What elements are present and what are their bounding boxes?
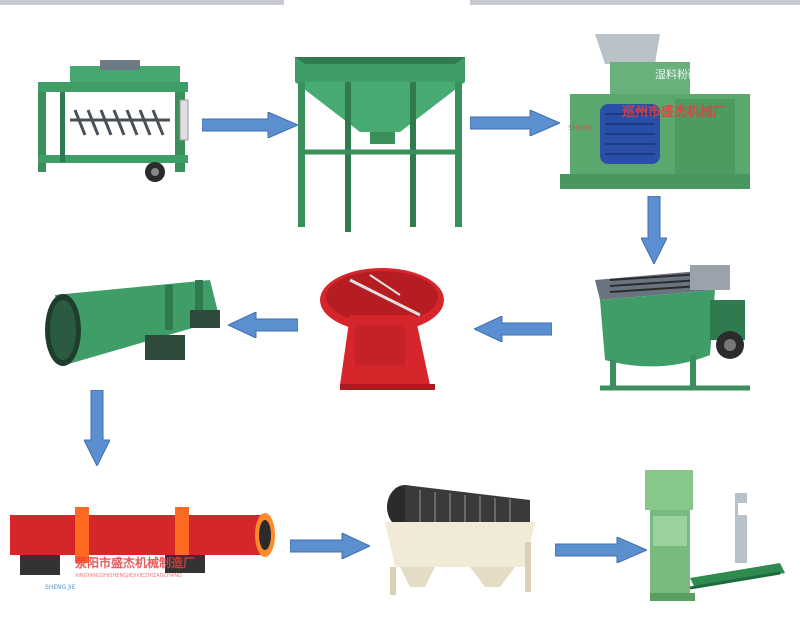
dryer-company-watermark: 荥阳市盛杰机械制造厂 [75, 555, 195, 570]
horizontal-mixer-machine [590, 260, 760, 395]
crusher-brand-watermark: SHENG [568, 124, 593, 132]
crusher-label-watermark: 湿料粉碎机 [655, 67, 710, 81]
drum-screening-machine [375, 482, 540, 597]
top-bar-left [0, 0, 284, 5]
compost-turner-machine [30, 60, 190, 185]
arrow-mixer-to-granulator [474, 316, 552, 342]
arrow-screen-to-packer [555, 537, 647, 563]
top-bar-right [470, 0, 800, 5]
arrow-hopper-to-crusher [470, 110, 560, 136]
arrow-crusher-to-mixer [641, 196, 667, 264]
crusher-company-watermark: 巡州市盛杰机械厂 [622, 104, 726, 120]
arrow-turner-to-hopper [202, 112, 298, 138]
dryer-brand-watermark: SHENG JIE [45, 584, 76, 591]
arrow-dryer-to-screen [290, 533, 370, 559]
arrow-granulator-to-cooler [228, 312, 298, 338]
disc-granulator-machine [310, 255, 460, 395]
dryer-pinyin-watermark: XINGYANGSHISHENGJIEJIXIEZHIZAOCHANG [75, 573, 182, 579]
rotary-cooler-machine [35, 280, 225, 380]
rotary-dryer-machine: 荥阳市盛杰机械制造厂 XINGYANGSHISHENGJIEJIXIEZHIZA… [5, 495, 275, 595]
arrow-cooler-to-dryer [84, 390, 110, 466]
wet-material-crusher-machine: 湿料粉碎机 巡州市盛杰机械厂 SHENG [560, 34, 755, 204]
packing-machine [620, 468, 785, 608]
feeding-hopper-machine [290, 52, 470, 232]
